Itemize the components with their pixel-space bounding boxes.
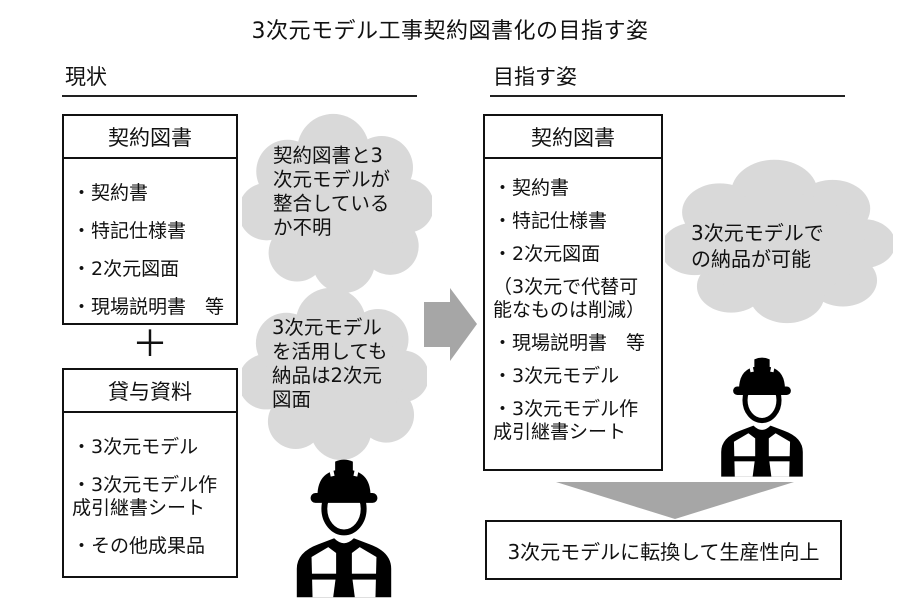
box-title: 契約図書 [64, 116, 236, 159]
flow-right-arrow-icon [424, 288, 477, 361]
contract-documents-box-current: 契約図書 ・契約書 ・特記仕様書 ・2次元図面 ・現場説明書 等 [62, 114, 238, 325]
box-title: 契約図書 [485, 116, 661, 159]
result-text: 3次元モデルに転換して生産性向上 [507, 539, 820, 564]
plus-sign: ＋ [131, 324, 168, 365]
cloud-shape-icon [242, 287, 427, 461]
box-item: ・契約書 [72, 182, 149, 204]
box-item: ・3次元モデル作 成引継書シート [72, 474, 218, 519]
box-item: ・現場説明書 等 [493, 332, 646, 354]
cloud-text: 3次元モデルで の納品が可能 [691, 221, 824, 271]
box-item: ・特記仕様書 [72, 220, 187, 242]
worker-icon [721, 357, 803, 477]
box-item: ・契約書 [493, 177, 570, 199]
box-item: ・2次元図面 [493, 243, 601, 265]
current-state-underline [62, 95, 417, 97]
cloud-shape-icon [242, 113, 432, 294]
target-state-underline [490, 95, 845, 97]
contract-documents-box-target: 契約図書 ・契約書 ・特記仕様書 ・2次元図面 （3次元で代替可 能なものは削減… [483, 114, 663, 471]
cloud-text: 3次元モデル を活用しても 納品は2次元 図面 [272, 316, 388, 411]
result-down-arrow-icon [556, 482, 794, 519]
box-item: ・特記仕様書 [493, 210, 608, 232]
cloud-2d-delivery-callout: 3次元モデル を活用しても 納品は2次元 図面 [242, 286, 427, 461]
worker-icon [296, 459, 392, 598]
current-state-heading: 現状 [65, 65, 107, 89]
target-state-heading: 目指す姿 [493, 65, 577, 89]
productivity-result-box: 3次元モデルに転換して生産性向上 [485, 520, 842, 580]
box-item: ・その他成果品 [72, 535, 206, 557]
box-item: ・3次元モデル [493, 365, 620, 387]
box-item: ・3次元モデル [72, 436, 199, 458]
cloud-text: 契約図書と3 次元モデルが 整合している か不明 [273, 144, 391, 239]
box-title: 貸与資料 [64, 370, 236, 413]
cloud-mismatch-callout: 契約図書と3 次元モデルが 整合している か不明 [242, 112, 432, 294]
loaned-materials-box: 貸与資料 ・3次元モデル ・3次元モデル作 成引継書シート ・その他成果品 [62, 368, 238, 578]
box-item: （3次元で代替可 能なものは削減） [493, 276, 646, 321]
cloud-shape-icon [665, 159, 893, 324]
box-item: ・2次元図面 [72, 258, 180, 280]
box-item: ・3次元モデル作 成引継書シート [493, 398, 639, 443]
diagram-title: 3次元モデル工事契約図書化の目指す姿 [251, 19, 649, 44]
cloud-3d-delivery-callout: 3次元モデルで の納品が可能 [665, 158, 893, 324]
box-item: ・現場説明書 等 [72, 296, 225, 318]
